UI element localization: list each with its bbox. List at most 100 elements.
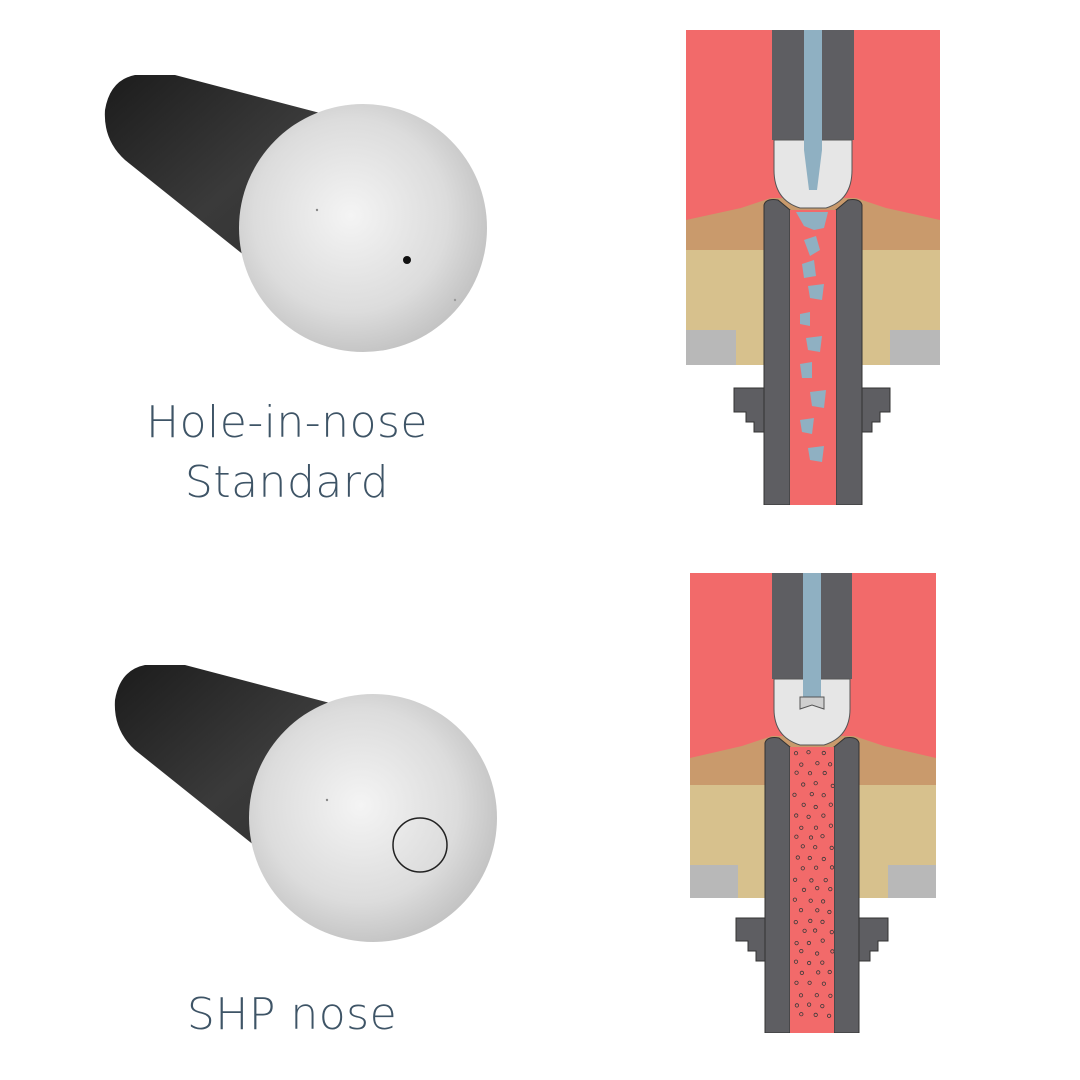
fine-particle [799,825,804,830]
cross-section-hole-in-nose [686,30,940,505]
fine-particle [820,938,825,943]
fine-particle [794,813,799,818]
fine-particle [793,877,798,882]
gate-right-wall [835,199,863,505]
fine-particle [799,762,804,767]
plastic-chunk [804,236,820,256]
caption-shp-nose: SHP nose [82,985,502,1045]
gate-channel [790,747,834,1033]
fine-particle [820,834,825,839]
fine-particle [828,886,833,892]
hole-in-nose-probe [95,60,505,370]
fine-particle [801,887,807,892]
fine-particle [815,951,820,956]
plastic-channel [804,30,822,150]
flange-left [733,387,765,433]
fine-particle [815,885,820,891]
fine-particle [806,750,811,755]
fine-particle [807,771,813,776]
fine-particle [827,909,832,915]
plastic-chunk [800,312,810,326]
fine-particle [793,959,799,964]
plastic-chunk [802,260,816,278]
tip-cup [773,678,851,746]
plate-right [890,330,940,365]
cross-section-diagram [690,573,936,1033]
cross-section-shp-nose [690,573,936,1033]
fine-particle [813,781,818,786]
fine-particle [808,835,814,840]
plastic-chunk [808,446,824,462]
fine-particle [830,783,835,788]
fine-particle [798,907,804,913]
fine-particle [816,970,821,975]
fine-particle [815,761,820,766]
fine-particle [813,804,818,810]
fine-particle [813,845,818,850]
nose-speck [453,298,457,302]
shp-circle [392,817,448,873]
fine-particle [799,970,805,975]
fine-particle [821,793,826,798]
fine-particle [828,802,833,807]
fine-particle [828,762,833,767]
fine-particle [795,855,800,860]
fine-particle [821,813,826,818]
probe-illustration [104,75,487,352]
fine-particle [793,919,798,925]
plate-right [888,865,936,898]
fine-particle [807,1002,812,1007]
fine-particle [821,856,826,862]
fine-particle [813,1012,818,1017]
fine-particle [792,897,798,902]
plastic-channel [803,573,821,697]
probe-nose [249,694,497,942]
fine-particle [809,792,814,797]
fine-particle [807,855,812,861]
gate-left-wall [763,199,791,505]
fine-particle [827,1013,832,1018]
caption-line-1: Hole-in-nose [146,397,428,448]
fine-particle [820,1003,825,1009]
fine-particle [807,980,812,985]
fine-particle [813,928,818,933]
nose-speck [315,208,319,212]
fine-particle [814,865,819,870]
flange-right [858,917,889,962]
plate-left [690,865,738,898]
plastic-chunk [800,418,814,434]
fine-particle [814,993,819,998]
hole-dot [403,256,411,264]
fine-particle [793,751,799,756]
fine-particle [798,993,804,998]
caption-line-1: SHP nose [186,989,398,1040]
fine-particle [794,834,799,839]
plastic-chunk [800,362,812,378]
nose-speck [325,798,329,802]
flange-right [861,387,891,433]
fine-particle [829,845,834,850]
gate-right-wall [833,737,860,1033]
fine-particle [829,865,835,870]
fine-particle [827,969,832,975]
plastic-chunk [796,212,828,230]
fine-particle [808,898,813,903]
fine-particle [794,980,799,985]
fine-particle [822,770,827,776]
probe-nose [239,104,487,352]
gate-channel [790,210,836,505]
fine-particle [801,782,806,787]
plastic-chunk [808,284,824,300]
fine-particle [794,770,799,775]
fine-particle [829,929,834,935]
fine-particle [806,814,811,819]
fine-particle [799,948,804,954]
fine-particle [800,866,805,871]
fine-particle [802,928,807,933]
fine-particle [806,940,812,946]
fine-particle [792,792,797,797]
shp-nose-probe [105,650,515,960]
gate-left-wall [764,737,791,1033]
caption-hole-in-nose: Hole-in-nose Standard [77,393,497,513]
fine-particle [820,960,825,965]
